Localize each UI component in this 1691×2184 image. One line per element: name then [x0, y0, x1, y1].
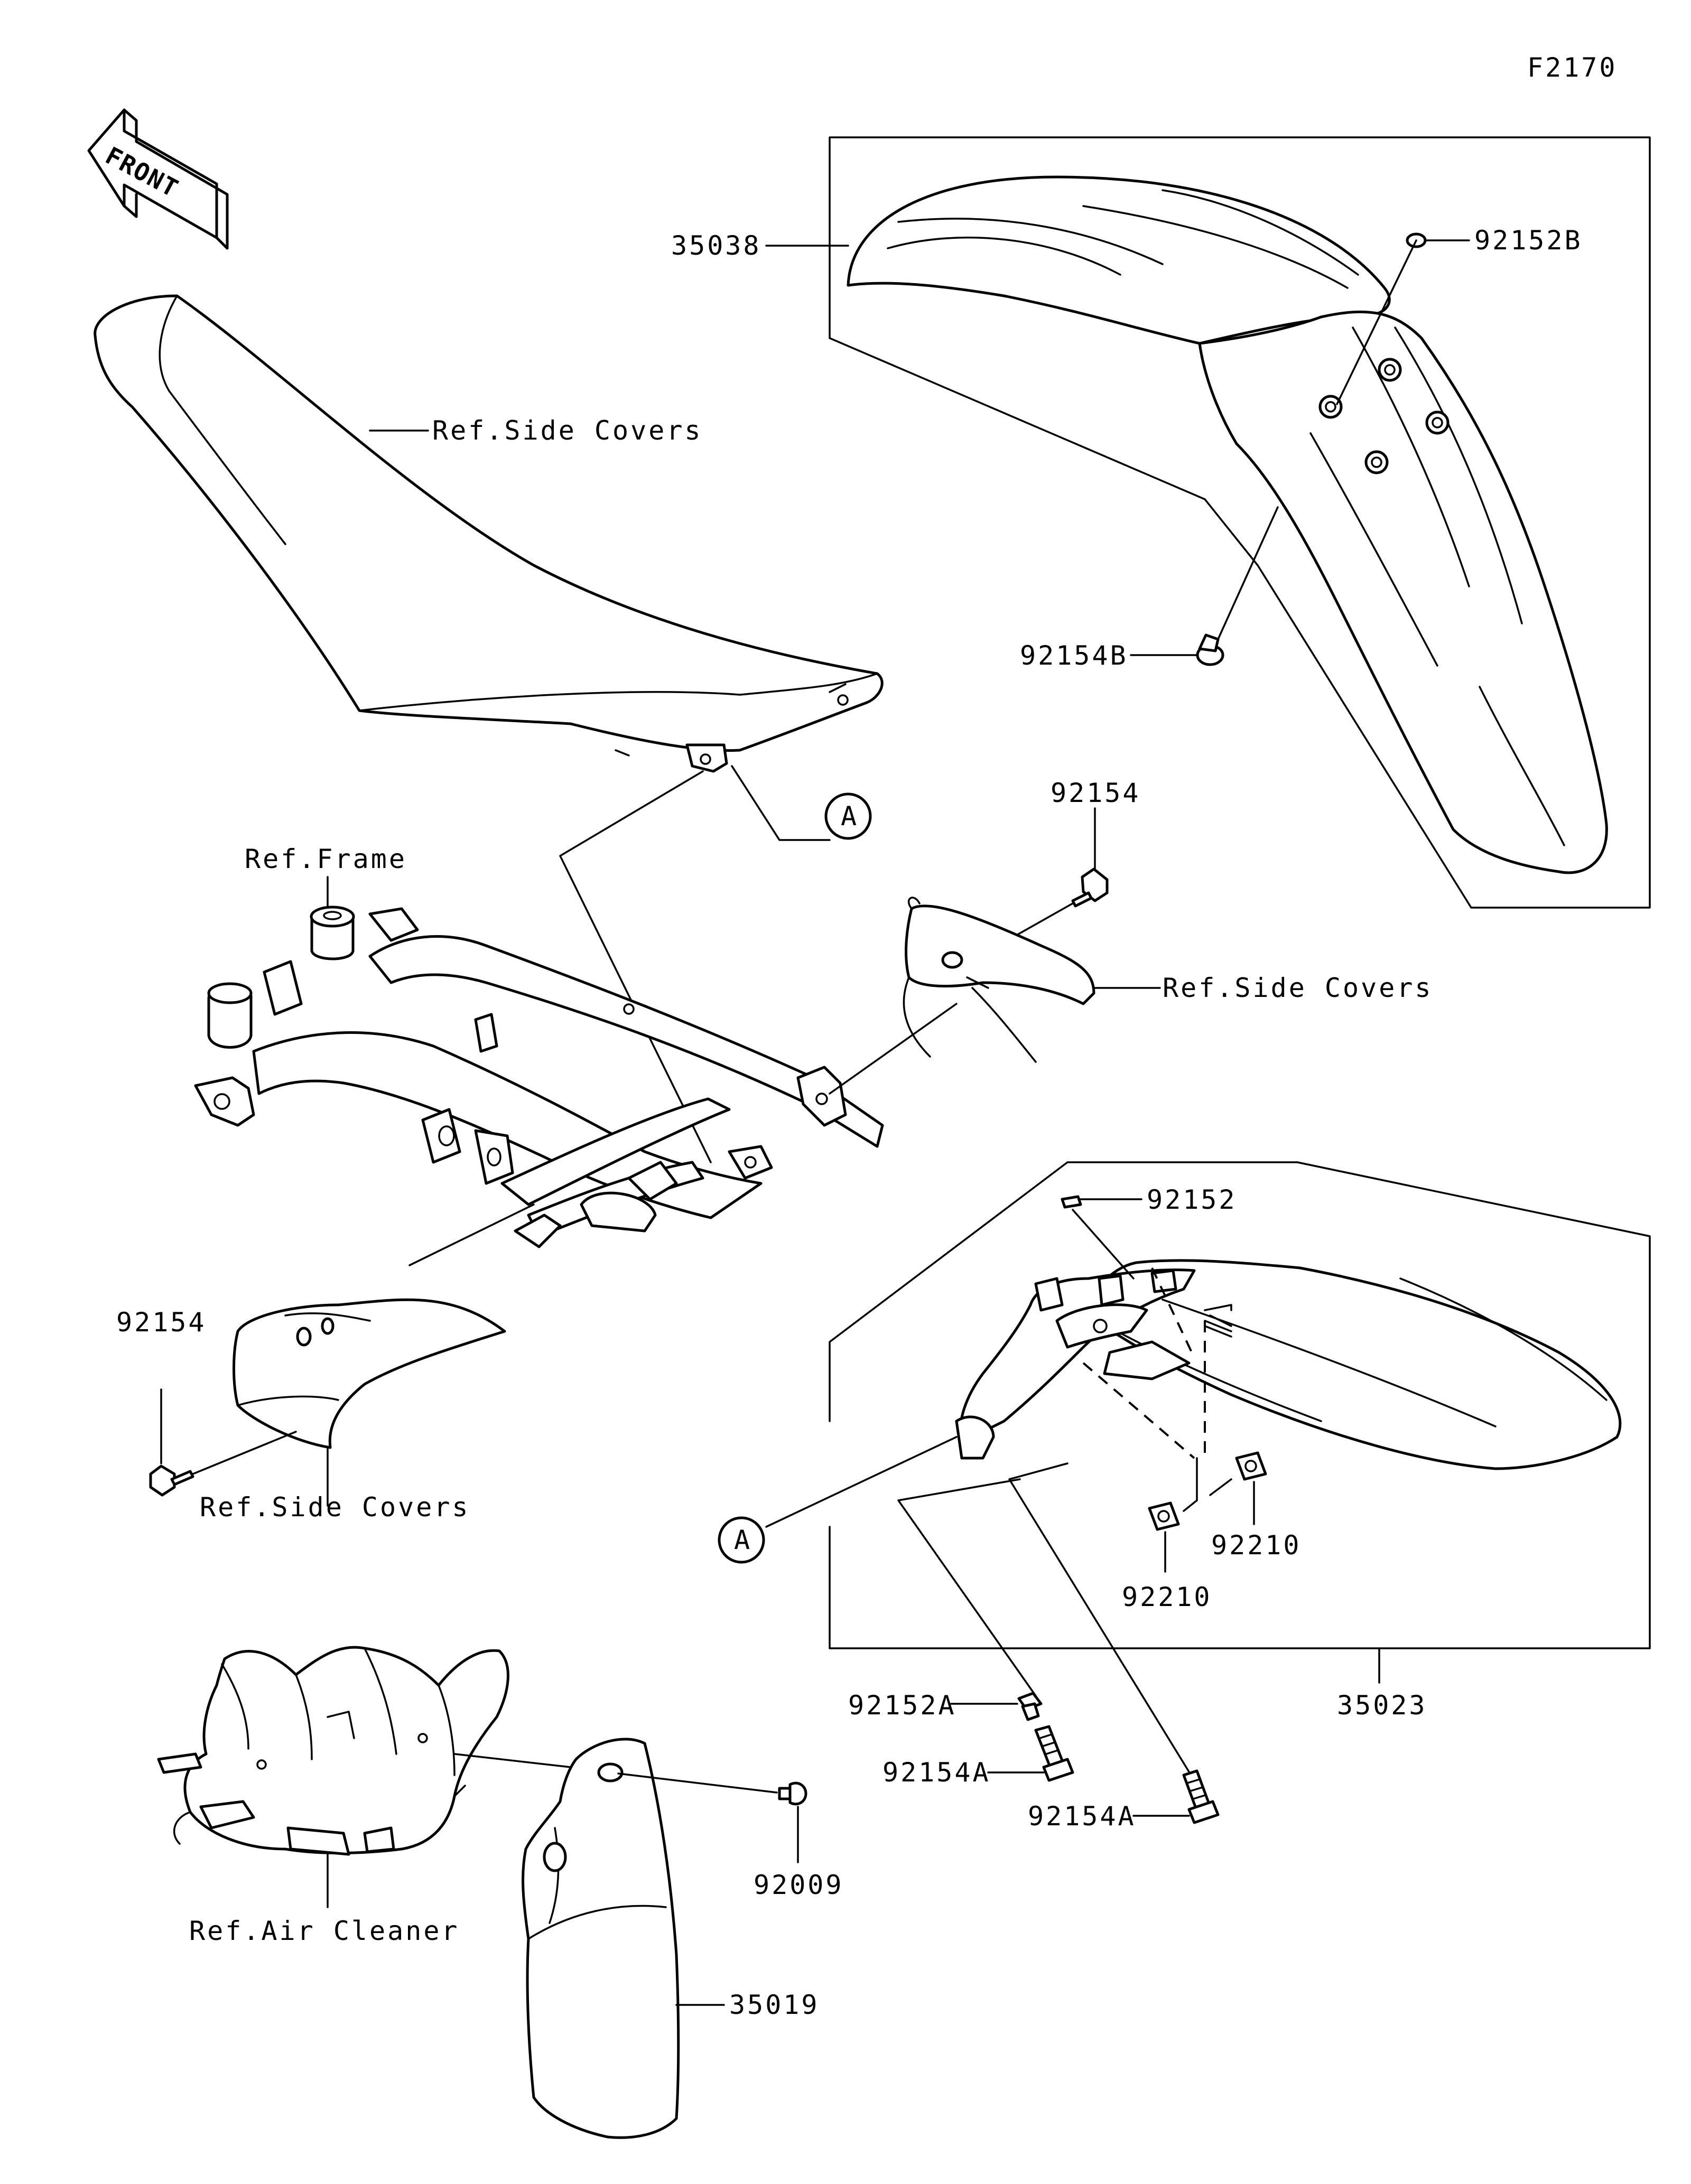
rear-fender-group-border	[829, 1161, 1651, 1649]
figure-code: F2170	[1527, 52, 1618, 83]
callout-92210-right: 92210	[1211, 1530, 1302, 1561]
air-cleaner-housing	[157, 1646, 509, 1856]
reference-marker-a-upper	[824, 792, 872, 840]
callout-92152: 92152	[1147, 1184, 1237, 1215]
callout-35023: 35023	[1337, 1690, 1427, 1721]
side-cover-right-fragment	[903, 897, 1095, 1063]
callout-ref-side-covers-seat: Ref.Side Covers	[432, 415, 703, 446]
side-number-plate-35019	[522, 1738, 680, 2139]
callout-92154-left: 92154	[116, 1307, 207, 1338]
callout-92210-left: 92210	[1122, 1582, 1212, 1612]
rear-fender-group: 92152 92210 92210 35023	[829, 1161, 1651, 1721]
callout-35019: 35019	[729, 1990, 820, 2020]
callout-ref-air-cleaner: Ref.Air Cleaner	[189, 1916, 460, 1946]
callout-a-lower: A	[734, 1525, 752, 1555]
rear-fender-35023	[955, 1259, 1622, 1470]
callout-ref-side-covers-right: Ref.Side Covers	[1163, 973, 1433, 1003]
bolt-92154B	[1196, 506, 1279, 666]
bolt-92154A-lower	[1182, 1769, 1220, 1824]
callout-92154A-upper: 92154A	[882, 1757, 991, 1788]
callout-ref-side-covers-left: Ref.Side Covers	[200, 1492, 470, 1523]
callout-35038: 35038	[671, 230, 761, 261]
front-arrow-icon: FRONT	[87, 108, 229, 250]
collar-92152A	[1017, 1692, 1043, 1721]
callout-92152A: 92152A	[848, 1690, 956, 1721]
callout-92152B: 92152B	[1474, 225, 1583, 256]
seat	[94, 294, 884, 773]
grommet-92152	[1061, 1195, 1082, 1209]
callout-a-upper: A	[841, 801, 859, 832]
front-fender-35038	[847, 175, 1608, 874]
callout-92154-upper: 92154	[1051, 778, 1141, 808]
bolt-92154-left	[149, 1431, 297, 1497]
callout-92154B: 92154B	[1020, 640, 1128, 671]
front-fender-group: 35038 92152B 92154B	[671, 136, 1651, 909]
callout-92154A-lower: 92154A	[1028, 1801, 1136, 1832]
clip-nut-92210-right	[1209, 1451, 1267, 1496]
frame	[194, 906, 884, 1248]
reference-marker-a-lower	[718, 1516, 765, 1564]
side-cover-left-fragment	[233, 1298, 506, 1449]
callout-92009: 92009	[754, 1870, 844, 1900]
callout-ref-frame: Ref.Frame	[245, 844, 407, 874]
screw-92009	[617, 1772, 807, 1806]
bolt-92154A-upper	[1034, 1725, 1074, 1782]
clip-nut-92210-left	[1148, 1457, 1198, 1531]
front-fender-group-border	[829, 136, 1651, 909]
